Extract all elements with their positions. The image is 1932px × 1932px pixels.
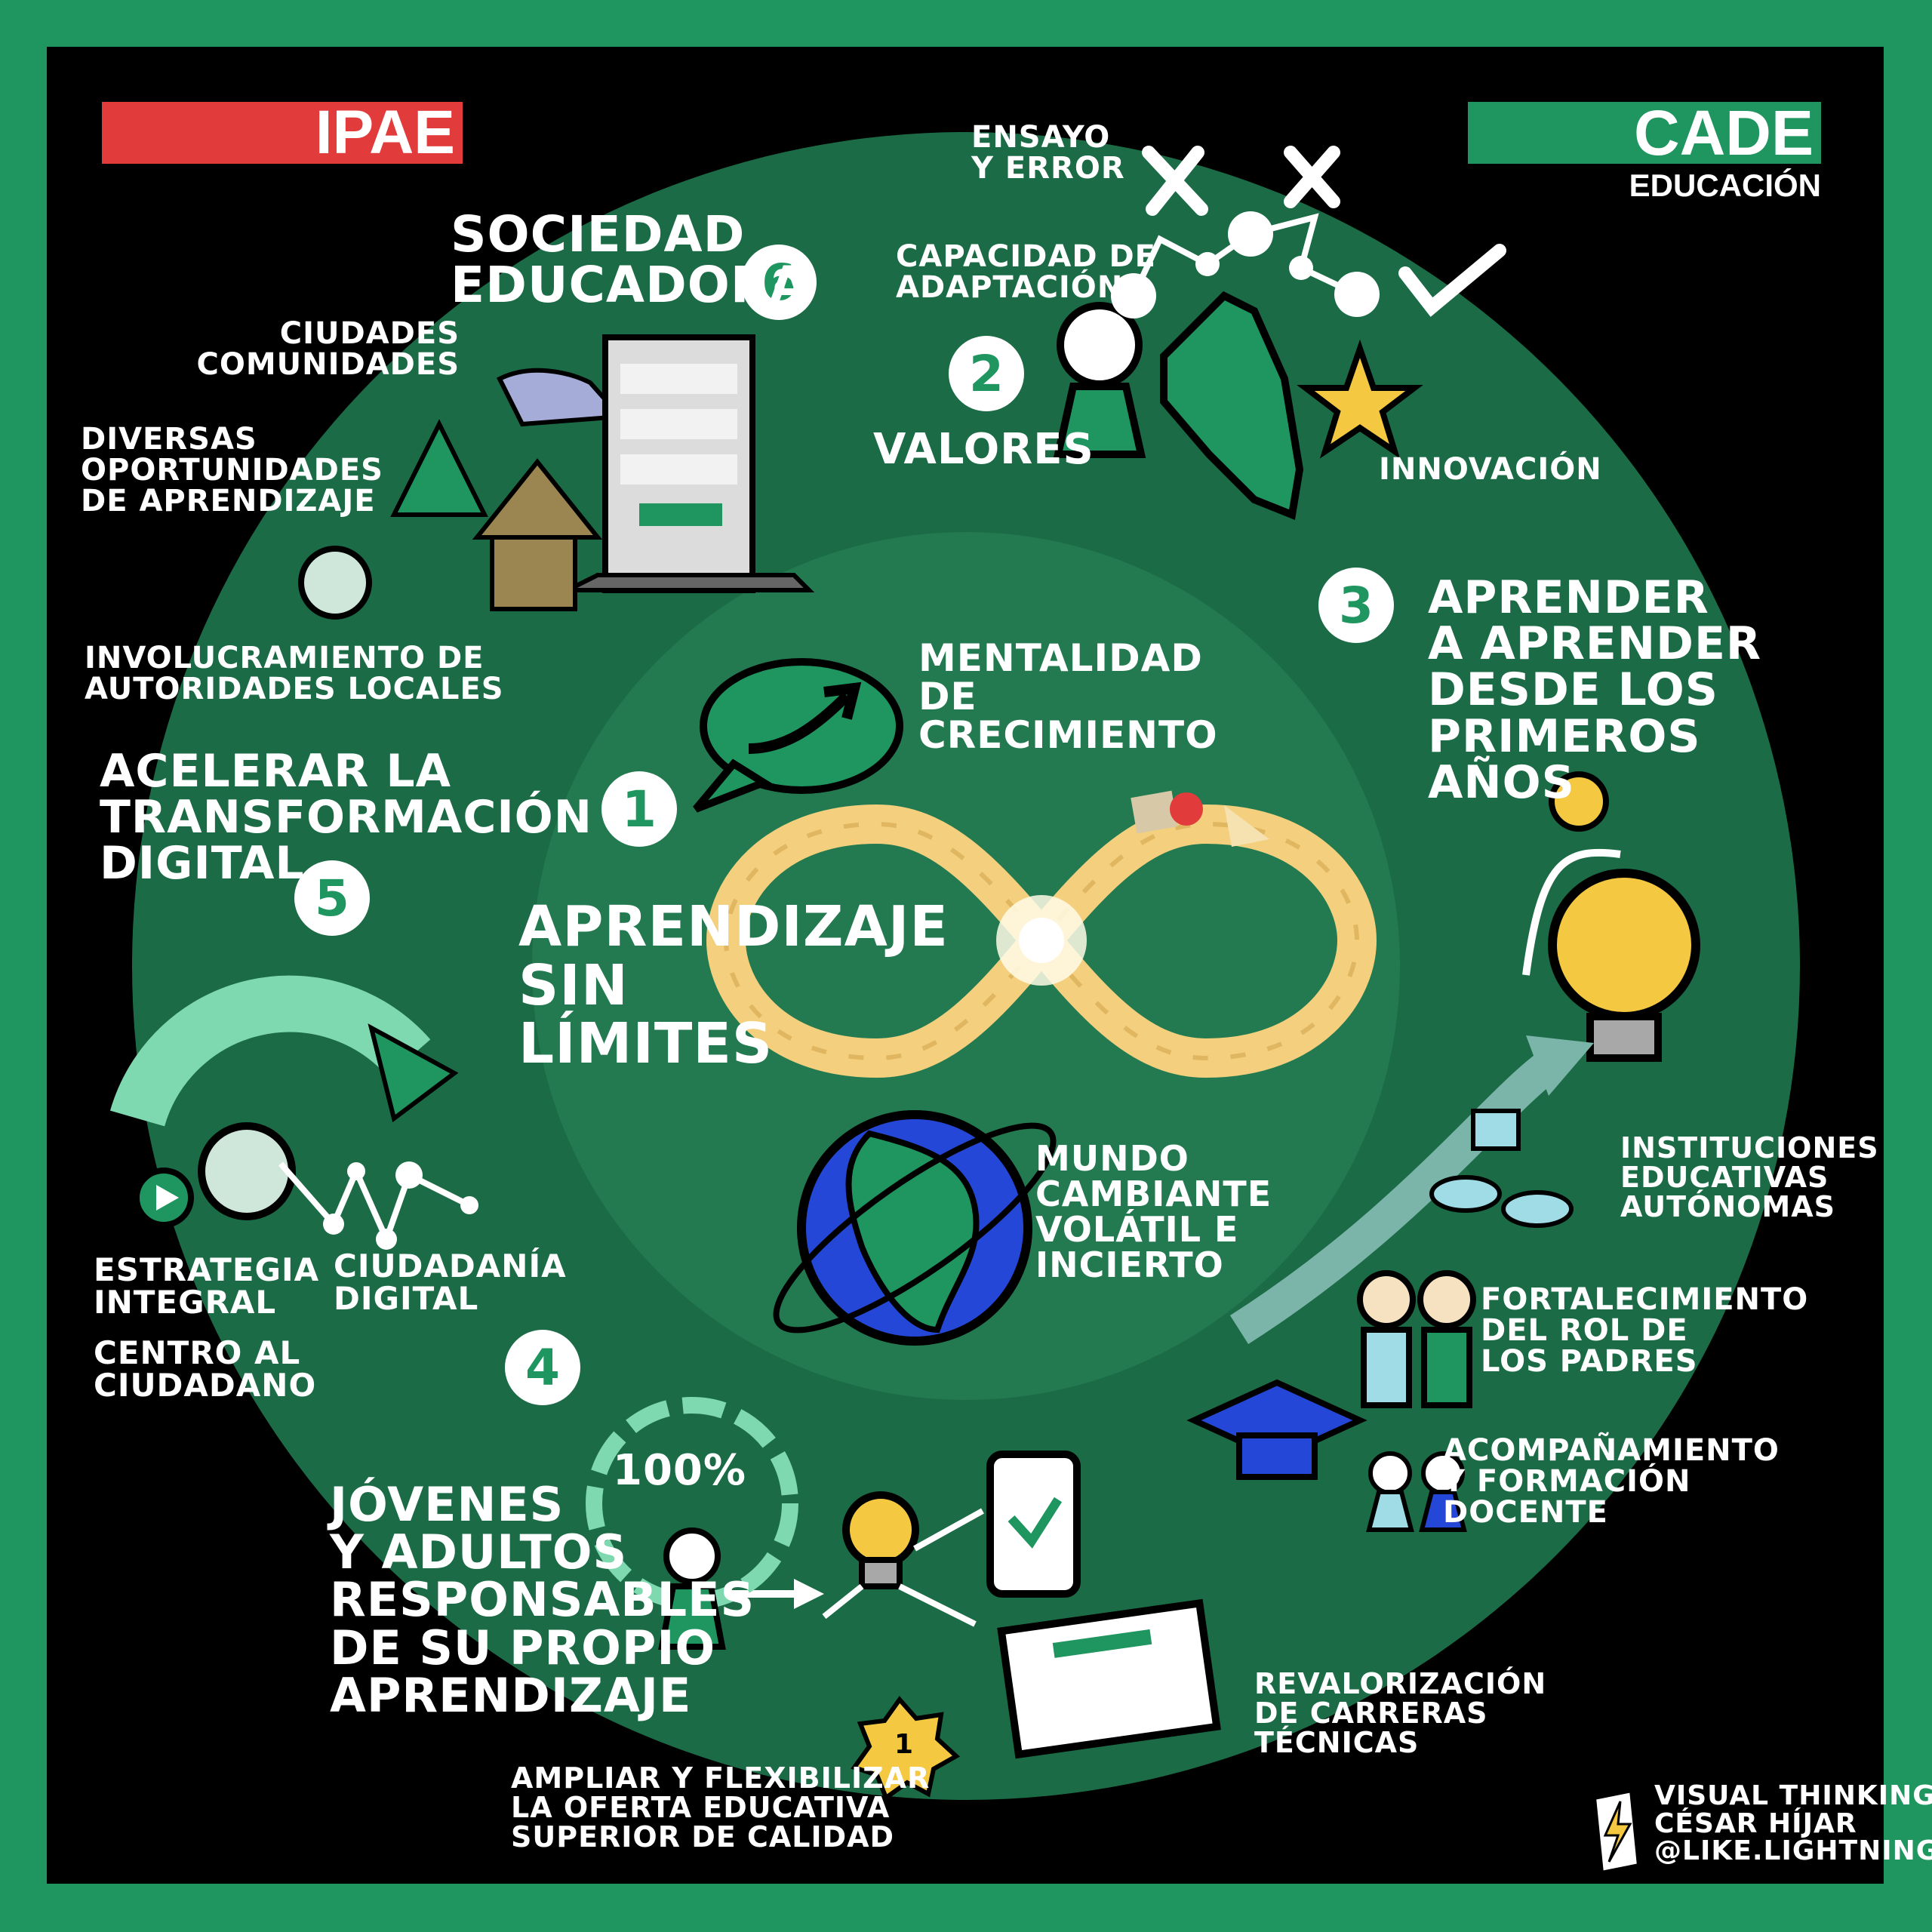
adaptation-path-icon: [1111, 146, 1506, 318]
infinity-pencil-icon: [706, 790, 1377, 1078]
parents-icon: [1357, 1270, 1476, 1408]
pawn-icon: [1053, 302, 1146, 458]
institution-flag-icon: [1429, 1109, 1574, 1228]
infographic-canvas: IPAE CADE EDUCACIÓN: [47, 47, 1932, 1884]
progress-ring-icon: [586, 1397, 798, 1650]
annotation-acompanamiento: ACOMPAÑAMIENTO Y FORMACIÓN DOCENTE: [1443, 1433, 1780, 1530]
pillar-label-6: SOCIEDAD EDUCADORA: [451, 205, 809, 315]
globe-icon: [773, 1110, 1057, 1346]
illustrations: [109, 146, 1700, 1876]
pillar-number-5: 5: [294, 860, 370, 936]
pillar-label-4: JÓVENES Y ADULTOS RESPONSABLES DE SU PRO…: [330, 1477, 755, 1723]
progress-value: 100%: [613, 1446, 747, 1495]
annotation-estrategia: ESTRATEGIA INTEGRAL: [94, 1251, 320, 1321]
cade-logo-text: CADE: [1633, 97, 1814, 168]
lightbulb-icon: [1522, 771, 1700, 1062]
annotation-ampliar: AMPLIAR Y FLEXIBILIZAR LA OFERTA EDUCATI…: [511, 1761, 931, 1854]
teachers-icon: [1366, 1451, 1467, 1532]
ipae-logo: IPAE: [102, 102, 463, 164]
annotation-involucramiento: INVOLUCRAMIENTO DE AUTORIDADES LOCALES: [85, 641, 504, 706]
center-title: APRENDIZAJE SIN LÍMITES: [518, 894, 949, 1077]
pillar-number-4: 4: [505, 1330, 580, 1405]
annotation-instituciones: INSTITUCIONES EDUCATIVAS AUTÓNOMAS: [1620, 1131, 1879, 1223]
ipae-logo-text: IPAE: [315, 98, 455, 167]
phone-check-icon: [986, 1451, 1081, 1598]
annotation-capacidad: CAPACIDAD DE ADAPTACIÓN: [896, 239, 1156, 305]
lightning-icon: [1591, 1787, 1642, 1876]
pillar-label-3: APRENDER A APRENDER DESDE LOS PRIMEROS A…: [1428, 571, 1762, 809]
digital-gauge-icon: [109, 975, 478, 1250]
pillar-number-3: 3: [1318, 568, 1394, 643]
cade-logo: CADE: [1468, 97, 1821, 168]
star-icon: [1297, 339, 1423, 459]
annotation-diversas: DIVERSAS OPORTUNIDADES DE APRENDIZAJE: [81, 422, 383, 518]
peru-map-icon: [1160, 291, 1304, 520]
annotation-ciudades: CIUDADES COMUNIDADES: [196, 316, 460, 382]
pillar-number-6: 6: [741, 245, 817, 320]
annotation-ensayo: ENSAYO Y ERROR: [971, 120, 1125, 186]
certificate-icon: [997, 1598, 1221, 1759]
pillar-label-2: VALORES: [873, 425, 1094, 474]
growth-speech-bubble-icon: [693, 658, 903, 813]
annotation-mundo: MUNDO CAMBIANTE VOLÁTIL E INCIERTO: [1035, 1138, 1272, 1285]
medal-number: 1: [894, 1729, 915, 1760]
pillar-number-1: 1: [601, 771, 677, 847]
pillar-number-2: 2: [949, 336, 1024, 411]
credit-text: VISUAL THINKING CÉSAR HÍJAR @LIKE.LIGHTN…: [1654, 1780, 1932, 1867]
medal-icon: [851, 1696, 961, 1801]
graduation-cap-icon: [1186, 1379, 1367, 1480]
growth-arrow-icon: [1229, 1035, 1594, 1344]
city-buildings-icon: [298, 334, 815, 620]
annotation-innovacion: INNOVACIÓN: [1379, 452, 1602, 487]
annotation-revalorizacion: REVALORIZACIÓN DE CARRERAS TÉCNICAS: [1254, 1667, 1547, 1759]
pillar-label-5: ACELERAR LA TRANSFORMACIÓN DIGITAL: [100, 745, 592, 891]
cade-subtitle: EDUCACIÓN: [1629, 168, 1821, 203]
annotation-fortalecimiento: FORTALECIMIENTO DEL ROL DE LOS PADRES: [1481, 1282, 1809, 1379]
annotation-centro: CENTRO AL CIUDADANO: [94, 1334, 317, 1404]
pillar-label-1: MENTALIDAD DE CRECIMIENTO: [918, 636, 1218, 757]
idea-network-icon: [726, 1491, 984, 1627]
annotation-ciudadania: CIUDADANÍA DIGITAL: [334, 1247, 567, 1317]
